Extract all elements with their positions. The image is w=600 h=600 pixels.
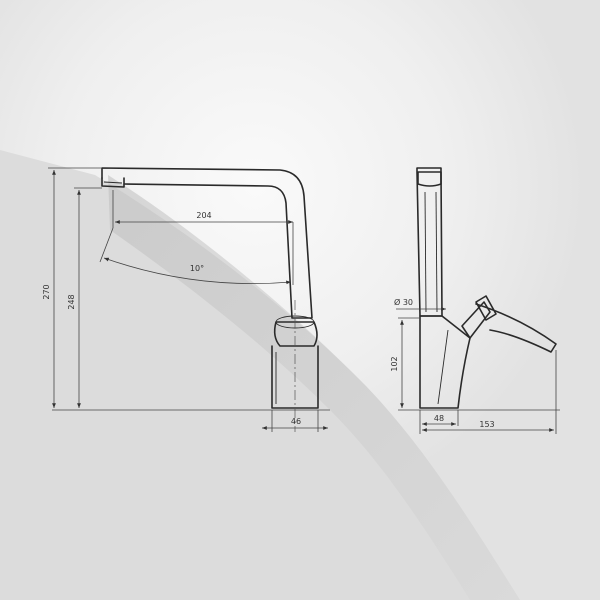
- side-view: [398, 167, 560, 411]
- front-view: [52, 167, 330, 432]
- dim-reach: 204: [196, 211, 211, 220]
- dim-base-depth: 48: [434, 414, 444, 423]
- side-aerator: [417, 171, 442, 187]
- dim-base-diameter: 46: [291, 417, 301, 426]
- side-dimensions: Ø 30 102 48 153: [390, 297, 557, 434]
- front-spout: [101, 167, 313, 319]
- front-aerator: [101, 177, 125, 188]
- side-handle-knob: [475, 295, 497, 321]
- front-handle-joint: [273, 321, 318, 347]
- dim-base-height: 102: [390, 356, 399, 371]
- side-handle-cartridge: [461, 301, 491, 339]
- dim-overall-depth: 153: [479, 420, 494, 429]
- dim-arc-10: [103, 257, 292, 285]
- dim-spout-height: 248: [67, 294, 76, 309]
- dim-handle-diameter: Ø 30: [394, 297, 413, 307]
- side-handle-lever: [475, 303, 557, 353]
- dim-total-height: 270: [42, 284, 51, 299]
- dim-swivel-angle: 10°: [190, 264, 204, 273]
- front-dimensions: 270 248 204 10° 46: [42, 167, 328, 432]
